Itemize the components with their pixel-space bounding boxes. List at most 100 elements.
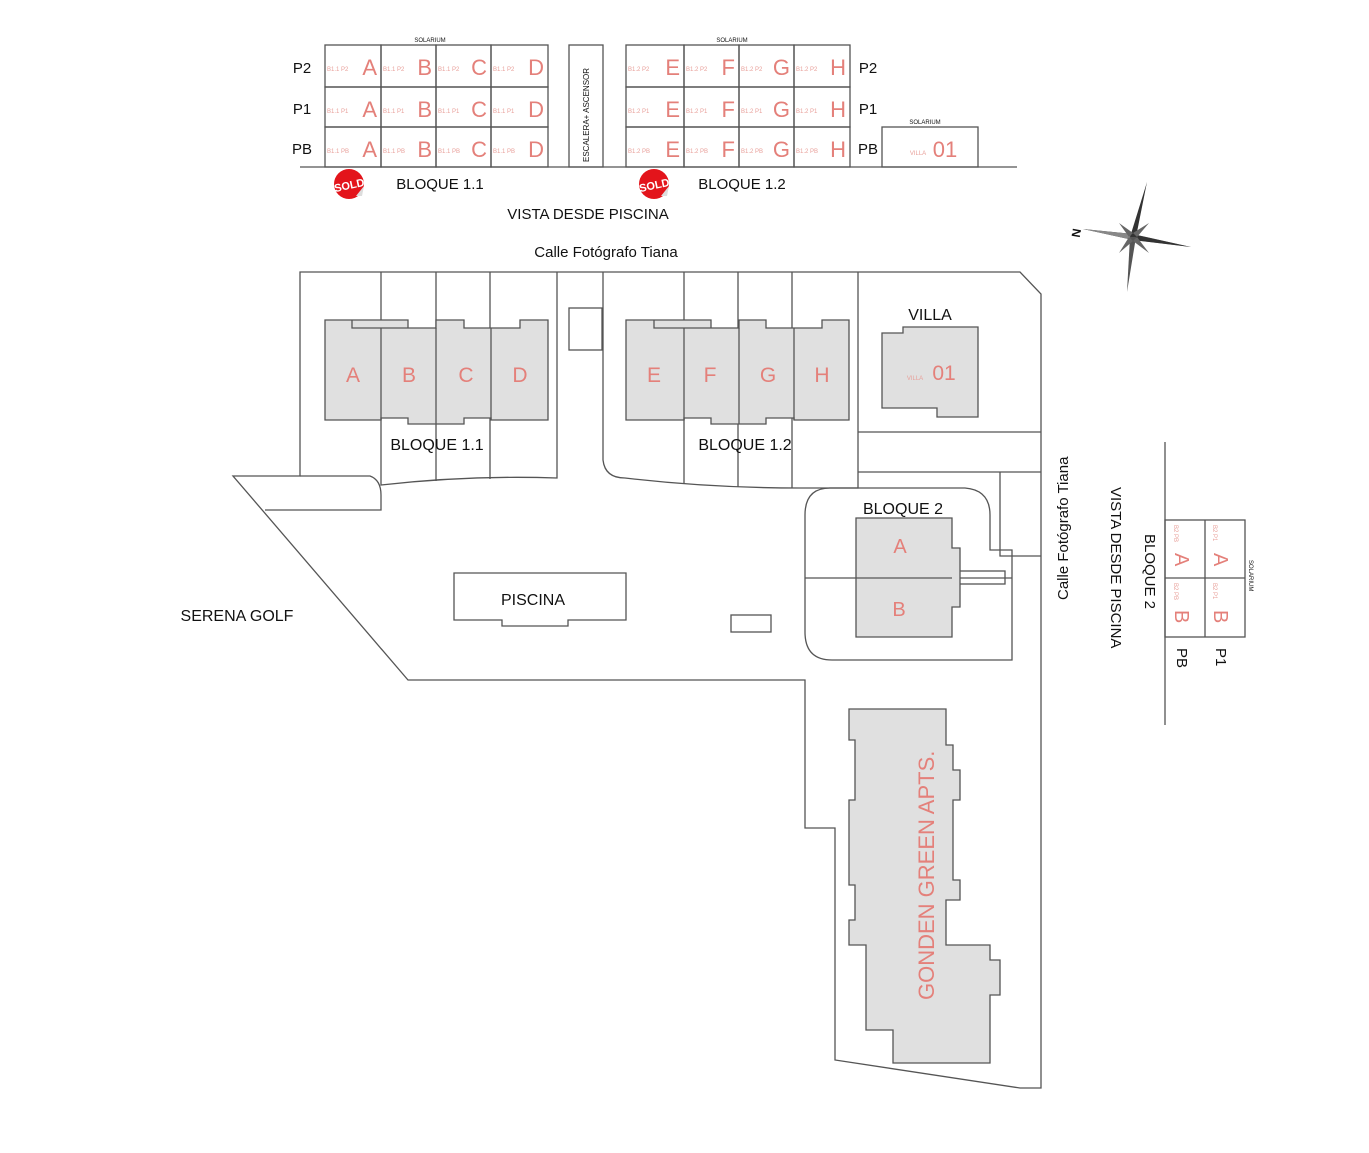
unit-letter: A xyxy=(362,55,377,80)
unit-letter: D xyxy=(528,97,544,122)
villa-footprint[interactable] xyxy=(881,326,979,418)
unit-letter: E xyxy=(665,97,680,122)
unit-code: B1.1 P1 xyxy=(383,109,405,115)
unit-code: B2 P1 xyxy=(1211,525,1217,542)
unit-letter: A xyxy=(1170,553,1192,567)
unit-code: B1.1 P1 xyxy=(493,109,515,115)
unit-letter: B xyxy=(417,97,432,122)
plan-unit-label[interactable]: B xyxy=(402,364,416,387)
plan-unit-label[interactable]: G xyxy=(760,364,776,387)
unit-letter: E xyxy=(665,137,680,162)
unit-code: B1.2 P1 xyxy=(628,109,650,115)
unit-code: B1.1 PB xyxy=(493,149,515,155)
plan-unit-label[interactable]: E xyxy=(647,364,661,387)
bloque-2-unit-b[interactable]: B xyxy=(892,599,905,621)
unit-code: B2 PB xyxy=(1172,525,1178,542)
unit-code: B1.1 PB xyxy=(327,149,349,155)
bloque-2-title: BLOQUE 2 xyxy=(863,501,943,518)
bloque-2-unit-a[interactable]: A xyxy=(893,536,907,558)
villa-elevation-unit[interactable] xyxy=(881,126,979,168)
unit-b2-pb-b[interactable]: B2 PBB xyxy=(1170,583,1192,623)
unit-cell-p1[interactable]: B1.1 P1 B xyxy=(380,86,437,128)
site-boundary xyxy=(231,271,1042,1089)
stair-label: ESCALERA+ ASCENSOR xyxy=(582,68,591,162)
unit-cell-p2[interactable]: B1.1 P2 D xyxy=(490,44,549,88)
unit-letter: F xyxy=(722,97,735,122)
unit-code: B2 PB xyxy=(1172,583,1178,600)
unit-cell-pb[interactable]: B1.1 PB A xyxy=(324,126,382,168)
golf-label: SERENA GOLF xyxy=(181,608,294,625)
floor-label-p1: P1 xyxy=(293,101,311,118)
unit-letter: F xyxy=(722,55,735,80)
unit-b2-pb-a[interactable]: B2 PB A xyxy=(1170,525,1192,567)
unit-letter: D xyxy=(528,55,544,80)
villa-number: 01 xyxy=(932,362,955,385)
plan-unit-label[interactable]: C xyxy=(458,364,473,387)
unit-code: B1.1 P2 xyxy=(383,67,405,73)
bloque-1-2-plan-label: BLOQUE 1.2 xyxy=(698,437,791,454)
unit-code: B1.2 P2 xyxy=(741,67,763,73)
villa-code: VILLA xyxy=(907,376,923,382)
unit-letter: B xyxy=(1209,610,1231,623)
unit-code: B2 P1 xyxy=(1211,583,1217,600)
unit-b2-p1-b[interactable]: B2 P1 B xyxy=(1209,583,1231,623)
unit-cell-p2[interactable]: B1.1 P2 B xyxy=(380,44,437,88)
unit-code: B1.2 PB xyxy=(628,149,650,155)
unit-letter: A xyxy=(362,137,377,162)
plan-unit-label[interactable]: H xyxy=(814,364,829,387)
unit-code: B1.2 P2 xyxy=(628,67,650,73)
floor-label-p1: P1 xyxy=(859,101,877,118)
sold-badge: SOLD xyxy=(333,169,366,199)
view-label-bloque-2: VISTA DESDE PISCINA xyxy=(1107,487,1124,648)
floor-label-pb: PB xyxy=(858,141,878,158)
unit-letter: A xyxy=(362,97,377,122)
compass-rose-icon: N xyxy=(1069,182,1191,292)
unit-letter: B xyxy=(417,55,432,80)
unit-cell-p1[interactable]: B1.2 P1 E xyxy=(625,86,685,128)
solarium-label: SOLARIUM xyxy=(1247,560,1253,591)
pool-outline xyxy=(453,572,627,627)
neighbor-building-label: GONDEN GREEN APTS. xyxy=(914,751,939,1000)
floor-label-p1: P1 xyxy=(1212,648,1229,666)
plan-unit-label[interactable]: F xyxy=(704,364,717,387)
solarium-label: SOLARIUM xyxy=(716,38,747,44)
elevation-top: SOLARIUM SOLARIUM P2 P1 PB P2 P1 PB B1.1… xyxy=(292,38,1017,223)
villa-solarium-label: SOLARIUM xyxy=(909,120,940,126)
plan-unit-label[interactable]: A xyxy=(346,364,360,387)
unit-letter: A xyxy=(1209,553,1231,567)
unit-b2-p1-a[interactable]: B2 P1 A xyxy=(1209,525,1231,567)
unit-code: B1.1 P2 xyxy=(493,67,515,73)
unit-cell-p1[interactable]: B1.1 P1 D xyxy=(490,86,549,128)
unit-code: B1.1 PB xyxy=(383,149,405,155)
bloque-2-elevation-title: BLOQUE 2 xyxy=(1141,534,1158,609)
plan-unit-label[interactable]: D xyxy=(512,364,527,387)
utility-box xyxy=(568,307,603,351)
unit-letter: G xyxy=(773,137,790,162)
unit-letter: C xyxy=(471,137,487,162)
unit-letter: C xyxy=(471,97,487,122)
view-label: VISTA DESDE PISCINA xyxy=(507,206,668,223)
unit-letter: F xyxy=(722,137,735,162)
unit-cell-pb[interactable]: B1.2 PB E xyxy=(625,126,685,168)
